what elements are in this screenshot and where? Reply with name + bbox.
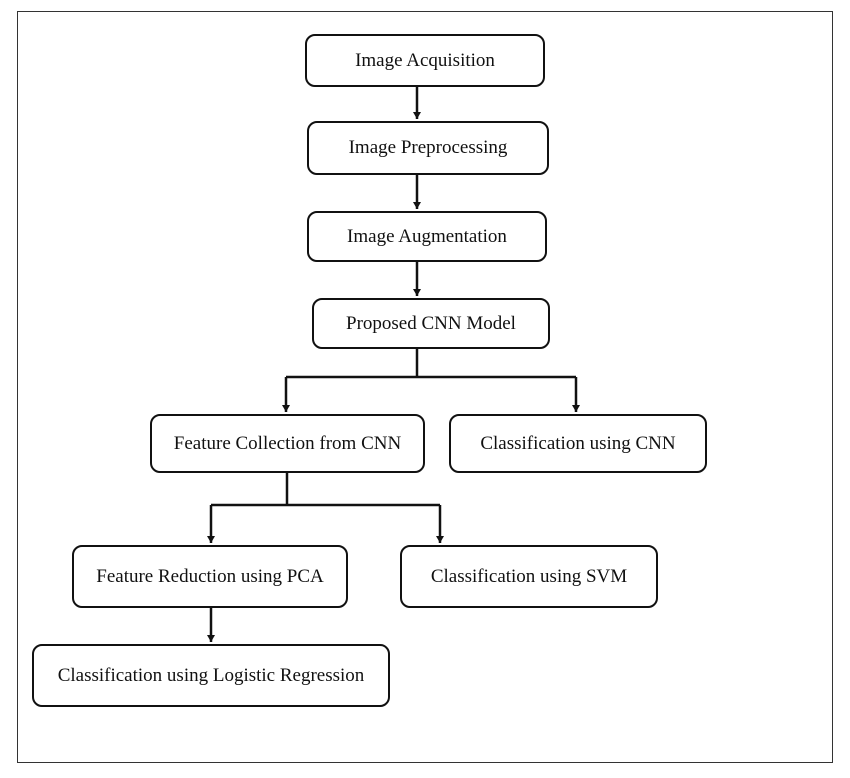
node-classification-cnn: Classification using CNN [449,414,707,473]
node-label: Classification using Logistic Regression [57,664,365,686]
node-image-augmentation: Image Augmentation [307,211,547,262]
node-classification-svm: Classification using SVM [400,545,658,608]
node-image-preprocessing: Image Preprocessing [307,121,549,175]
node-label: Classification using SVM [430,565,628,587]
node-label: Proposed CNN Model [346,312,516,334]
node-proposed-cnn-model: Proposed CNN Model [312,298,550,349]
node-label: Image Preprocessing [348,137,508,158]
node-label: Classification using CNN [480,432,676,454]
diagram-frame [17,11,833,763]
node-feature-reduction-pca: Feature Reduction using PCA [72,545,348,608]
node-label: Image Acquisition [355,49,495,71]
node-label: Image Augmentation [347,225,507,247]
node-classification-logistic-regression: Classification using Logistic Regression [32,644,390,707]
node-label: Feature Collection from CNN [173,432,402,454]
node-image-acquisition: Image Acquisition [305,34,545,87]
node-feature-collection: Feature Collection from CNN [150,414,425,473]
node-label: Feature Reduction using PCA [96,565,324,587]
